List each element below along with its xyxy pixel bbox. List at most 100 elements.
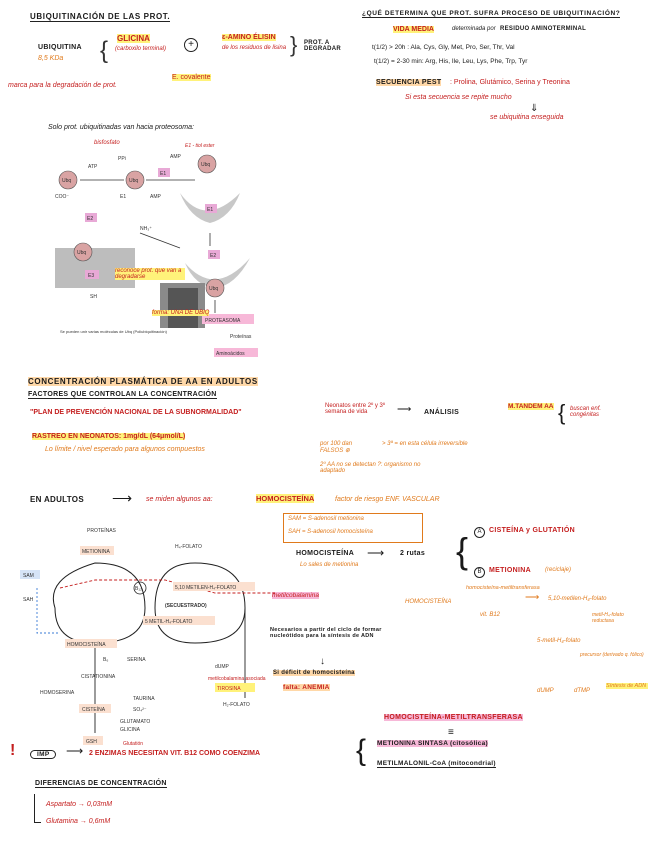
pest-residues: : Prolina, Glutámico, Serina y Treonina — [450, 79, 570, 86]
reduc-text: metil-H₄-folato reductasa — [592, 612, 624, 624]
glicina-label: GLICINA — [117, 34, 150, 43]
cycle-taurina: TAURINA — [133, 696, 155, 702]
exclamation-icon: ! — [10, 742, 16, 759]
e1-label: E1 — [160, 171, 166, 177]
homocisteina-bg — [65, 639, 117, 648]
ubq-circle-5 — [205, 278, 225, 298]
ubq-label-4: Ubq — [77, 250, 86, 256]
half-life-2: t(1/2) = 2-30 min: Arg, His, Ile, Leu, L… — [374, 58, 528, 65]
solo-text: Solo prot. ubiquitinadas van hacia prote… — [48, 124, 194, 131]
glutamina-text: Glutamina → 0,6mM — [46, 818, 111, 825]
deficit-text: Si déficit de homocisteína — [273, 670, 355, 676]
cycle-metilen: 5,10 METILEN-H₄-FOLATO — [175, 585, 236, 591]
coo-label: COO⁻ — [55, 194, 69, 200]
enzimas-text: 2 ENZIMAS NECESITAN VIT. B12 COMO COENZI… — [89, 750, 260, 757]
cycle-cuestrado: (SECUESTRADO) — [165, 603, 207, 609]
cycle-dhf: H₂-FOLATO — [223, 702, 250, 708]
cola-label: Se pueden unir varias moléculas de Ubq (… — [60, 329, 168, 334]
proteinas-label: Proteínas — [230, 334, 252, 340]
homocisteina-small: HOMOCISTEÍNA — [405, 599, 452, 605]
e2-label-2: E2 — [210, 253, 216, 259]
sh-label: SH — [90, 294, 97, 300]
folate-cycle-loop — [154, 562, 246, 644]
aminoacidos-label: Aminoácidos — [216, 351, 245, 357]
cycle-h4folato: H₄-FOLATO — [175, 544, 202, 550]
tirosina-bg — [215, 683, 255, 692]
ubq-label-5: Ubq — [209, 286, 218, 292]
ubiquitina-kda: 8,5 KDa — [38, 55, 64, 62]
secuencia-pest: SECUENCIA PEST — [376, 79, 442, 86]
brace-buscan: { — [558, 400, 566, 425]
e1-tag-2 — [205, 204, 217, 213]
diferencias-title: DIFERENCIAS DE CONCENTRACIÓN — [35, 780, 167, 788]
proteasoma-label: PROTEASOMA — [205, 318, 241, 324]
cycle-glutation: Glutatión — [123, 741, 143, 747]
determinada-text: determinada por — [452, 26, 496, 32]
cycle-metionina: METIONINA — [82, 549, 110, 555]
cycle-glicina: GLICINA — [120, 727, 141, 733]
blue-dashed-path — [36, 588, 60, 634]
cycle-cistationina: CISTATIONINA — [81, 674, 116, 680]
diff-bracket — [34, 794, 41, 823]
arrow-4 — [139, 232, 181, 249]
metilcob-highlight: metilcobalamina — [272, 592, 319, 599]
vitb12-text: vit. B12 — [480, 612, 501, 618]
bracket-rutas: { — [456, 530, 469, 571]
vida-media: VIDA MEDIA — [393, 26, 434, 33]
cycle-cisteina: CISTEÍNA — [82, 706, 106, 713]
cisteina-route: CISTEÍNA y GLUTATIÓN — [489, 527, 575, 534]
residuo-text: RESIDUO AMINOTERMINAL — [500, 26, 587, 32]
sintesis-adn-text: Síntesis de ADN — [606, 683, 648, 689]
e2-tag — [85, 213, 97, 222]
e2-tag-2 — [208, 250, 220, 259]
ubq-label-3: Ubq — [201, 162, 210, 168]
right-question: ¿QUÉ DETERMINA QUE PROT. SUFRA PROCESO D… — [362, 10, 621, 18]
metilmal-text: METILMALONIL-CoA (mitocondrial) — [377, 760, 496, 768]
cycle-homocisteina: HOMOCISTEÍNA — [67, 641, 106, 648]
section-title-ubiquitinacion: UBIQUITINACIÓN DE LAS PROT. — [30, 12, 171, 22]
e3-label: E3 — [88, 273, 94, 279]
gsh-bg — [83, 736, 103, 745]
cycle-dump: dUMP — [215, 664, 230, 670]
nh-label: NH₃⁺ — [140, 226, 152, 232]
sam-bg — [20, 570, 40, 579]
cycle-gsh: GSH — [86, 739, 97, 745]
ubiquitin-pathway-diagram: Ubq Ubq Ubq Ubq Ubq E1 E1 E2 E2 E3 ATP P… — [55, 154, 258, 357]
met-cycle-loop — [53, 562, 146, 644]
homocisteina-mid: HOMOCISTEÍNA — [296, 550, 355, 557]
metionina-route: METIONINA — [489, 567, 531, 574]
proteasoma-highlight — [202, 314, 254, 324]
miden-text: se miden algunos aa: — [146, 496, 213, 503]
falsos-text: por 100 dan FALSOS ⊕ — [320, 441, 353, 454]
cycle-metilh4: 5 METIL-H₄-FOLATO — [145, 619, 193, 625]
route-b-icon: B — [474, 567, 485, 578]
sam-sah-box — [283, 513, 423, 543]
brace-enzimas: { — [356, 734, 367, 767]
ubq-circle-4 — [73, 242, 93, 262]
double-arrow-icon: ⇓ — [530, 103, 539, 114]
arrow-rutas: ⟶ — [367, 546, 385, 560]
brace-degradar: } — [290, 32, 298, 57]
amp-label-2: AMP — [150, 194, 162, 200]
metionina-bg — [80, 546, 114, 555]
cycle-glutamato: GLUTAMATO — [120, 719, 150, 725]
route-a-icon: A — [474, 527, 485, 538]
red-dashed-path — [59, 579, 275, 594]
cycle-b6: B₆ — [103, 657, 108, 663]
adultos-label: EN ADULTOS — [30, 495, 84, 504]
enzimas-title: HOMOCISTEÍNA-METILTRANSFERASA — [384, 714, 523, 721]
dos-aa-text: 2º AA no se detectan ?: organismo no ada… — [320, 462, 421, 474]
brace-ubiquitina: { — [100, 37, 109, 64]
factor-text: factor de riesgo ENF. VASCULAR — [335, 496, 440, 503]
plan-text: "PLAN DE PREVENCIÓN NACIONAL DE LA SUBNO… — [30, 409, 242, 416]
ubq-label-2: Ubq — [129, 178, 138, 184]
cycle-metilcob: metilcobalamina asociada — [208, 676, 266, 682]
covalente-label: E. covalente — [172, 74, 211, 81]
arrow-imp: ⟶ — [66, 744, 84, 758]
metionina-sub: (reciclaje) — [545, 567, 572, 573]
plus-sign: + — [188, 39, 194, 50]
e1-label-2: E1 — [207, 207, 213, 213]
methionine-cycle-diagram: METIONINA PROTEÍNAS SAM SAH HOMOCISTEÍNA… — [20, 527, 275, 747]
imp-badge: IMP — [30, 750, 57, 759]
precursor-text: precursor (derivado q. fólico) — [580, 652, 644, 658]
